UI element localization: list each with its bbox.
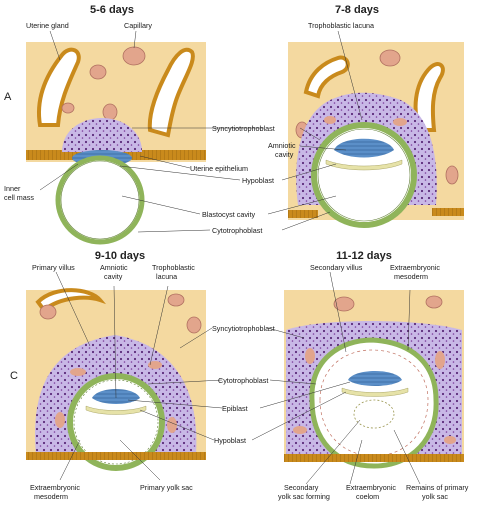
uterine-gland-shape bbox=[413, 62, 445, 132]
label-capillary: Capillary bbox=[124, 21, 152, 30]
capillary-shape bbox=[425, 295, 443, 309]
label-inner-cell-mass: Inner bbox=[4, 184, 21, 193]
panel-title: 5-6 days bbox=[90, 4, 134, 16]
capillary-shape bbox=[102, 103, 118, 121]
label-hypoblast: Hypoblast bbox=[242, 176, 274, 185]
label-syncytiotrophoblast: Syncytiotrophoblast bbox=[212, 324, 275, 333]
label-cytotrophoblast: Cytotrophoblast bbox=[212, 226, 262, 235]
label-remains-primary-yolk-sac: Remains of primary bbox=[406, 483, 469, 492]
panel-9-10-days: 9-10 days bbox=[26, 250, 206, 471]
label-amniotic-cavity: Amniotic bbox=[268, 141, 296, 150]
blastocyst-shape bbox=[55, 155, 145, 245]
uterine-gland-shape bbox=[37, 47, 81, 127]
label-extraembryonic-mesoderm-line2: mesoderm bbox=[394, 272, 428, 281]
capillary-shape bbox=[61, 102, 75, 114]
capillary-shape bbox=[89, 64, 107, 80]
label-secondary-yolk-sac-line2: yolk sac forming bbox=[278, 492, 330, 501]
hypoblast-shape bbox=[85, 405, 147, 415]
epiblast-shape bbox=[334, 138, 394, 158]
hypoblast-shape bbox=[341, 387, 409, 397]
label-extraembryonic-coelom-line2: coelom bbox=[356, 492, 379, 501]
leader-lines bbox=[39, 30, 421, 485]
capillary-shape bbox=[122, 46, 146, 66]
capillary-shape bbox=[167, 293, 185, 307]
row-letter-c: C bbox=[10, 370, 18, 382]
capillary-shape bbox=[445, 165, 459, 185]
panel-title: 7-8 days bbox=[335, 4, 379, 16]
label-amniotic-cavity: Amniotic bbox=[100, 263, 128, 272]
panel-11-12-days: 11-12 days bbox=[284, 250, 464, 469]
label-epiblast: Epiblast bbox=[222, 404, 248, 413]
label-amniotic-cavity-line2: cavity bbox=[275, 150, 294, 159]
label-amniotic-cavity-line2: cavity bbox=[104, 272, 123, 281]
label-primary-villus: Primary villus bbox=[32, 263, 75, 272]
uterine-gland-shape bbox=[35, 288, 107, 313]
labels: Uterine gland Capillary Trophoblastic la… bbox=[4, 21, 469, 501]
label-trophoblastic-lacuna: Trophoblastic bbox=[152, 263, 195, 272]
capillary-shape bbox=[333, 296, 355, 312]
label-inner-cell-mass-line2: cell mass bbox=[4, 193, 34, 202]
label-secondary-villus: Secondary villus bbox=[310, 263, 363, 272]
uterine-gland-shape bbox=[147, 47, 195, 138]
uterine-gland-shape bbox=[303, 55, 350, 99]
panel-5-6-days: 5-6 days bbox=[26, 4, 206, 245]
label-uterine-epithelium: Uterine epithelium bbox=[190, 164, 248, 173]
panel-title: 11-12 days bbox=[336, 250, 392, 262]
row-letter-a: A bbox=[4, 91, 12, 103]
label-syncytiotrophoblast: Syncytiotrophoblast bbox=[212, 124, 275, 133]
label-trophoblastic-lacuna-line2: lacuna bbox=[156, 272, 177, 281]
label-extraembryonic-coelom: Extraembryonic bbox=[346, 483, 396, 492]
label-hypoblast: Hypoblast bbox=[214, 436, 246, 445]
label-extraembryonic-mesoderm-line2: mesoderm bbox=[34, 492, 68, 501]
hypoblast-shape bbox=[325, 159, 403, 171]
label-extraembryonic-mesoderm: Extraembryonic bbox=[390, 263, 440, 272]
capillary-shape bbox=[39, 304, 57, 320]
epiblast-shape bbox=[348, 371, 402, 386]
capillary-shape bbox=[186, 316, 202, 334]
panel-title: 9-10 days bbox=[95, 250, 145, 262]
label-trophoblastic-lacuna: Trophoblastic lacuna bbox=[308, 21, 374, 30]
label-uterine-gland: Uterine gland bbox=[26, 21, 69, 30]
chorion-shape bbox=[309, 337, 439, 469]
secondary-yolk-sac-shape bbox=[353, 399, 395, 429]
label-secondary-yolk-sac: Secondary bbox=[284, 483, 319, 492]
panel-7-8-days: 7-8 days bbox=[288, 4, 464, 228]
blastocyst-shape bbox=[67, 373, 165, 471]
label-blastocyst-cavity: Blastocyst cavity bbox=[202, 210, 256, 219]
capillary-shape bbox=[379, 49, 401, 67]
label-cytotrophoblast: Cytotrophoblast bbox=[218, 376, 268, 385]
label-remains-primary-yolk-sac-line2: yolk sac bbox=[422, 492, 448, 501]
label-extraembryonic-mesoderm: Extraembryonic bbox=[30, 483, 80, 492]
label-primary-yolk-sac: Primary yolk sac bbox=[140, 483, 193, 492]
